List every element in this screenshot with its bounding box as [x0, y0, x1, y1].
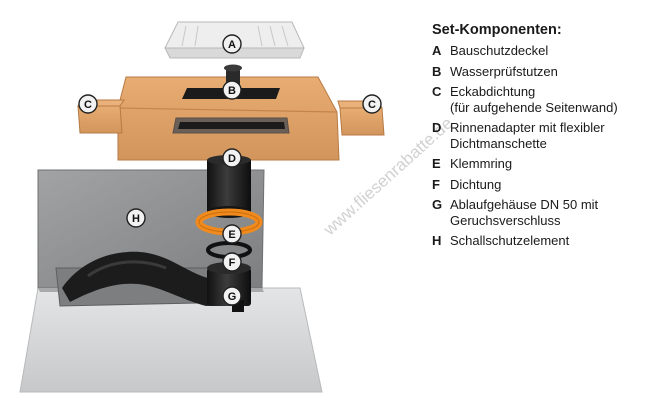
- legend-line: Wasserprüfstutzen: [450, 63, 558, 79]
- legend-item-c: C Eckabdichtung(für aufgehende Seitenwand…: [432, 84, 637, 115]
- svg-text:C: C: [84, 99, 92, 111]
- legend-title: Set-Komponenten:: [432, 22, 562, 38]
- marker-d: D: [222, 148, 242, 168]
- marker-h: H: [126, 208, 146, 228]
- marker-c-left: C: [78, 94, 98, 114]
- marker-a: A: [222, 34, 242, 54]
- legend-key: B: [432, 63, 442, 79]
- marker-b: B: [222, 80, 242, 100]
- legend-item-h: H Schallschutzelement: [432, 233, 637, 249]
- legend-line: Schallschutzelement: [450, 233, 570, 248]
- legend-description: Wasserprüfstutzen: [450, 64, 637, 80]
- svg-text:B: B: [228, 85, 236, 97]
- legend-description: Eckabdichtung(für aufgehende Seitenwand): [450, 84, 637, 115]
- legend-line: Eckabdichtung: [450, 84, 536, 99]
- legend-description: Klemmring: [450, 156, 637, 172]
- legend-item-f: F Dichtung: [432, 177, 637, 193]
- legend-line: Ablaufgehäuse DN 50 mit: [450, 197, 599, 212]
- membrane-sheet: [117, 64, 340, 161]
- legend-line: Bauschutzdeckel: [450, 43, 549, 58]
- legend-line: Rinnenadapter mit flexibler: [450, 120, 605, 135]
- svg-text:A: A: [228, 39, 236, 51]
- marker-g: G: [222, 286, 242, 306]
- legend-key: C: [432, 84, 442, 99]
- legend-line: (für aufgehende Seitenwand): [450, 99, 618, 115]
- svg-text:H: H: [132, 213, 140, 225]
- marker-c-right: C: [362, 94, 382, 114]
- legend-line: Geruchsverschluss: [450, 212, 561, 228]
- svg-text:D: D: [228, 153, 236, 165]
- legend-item-e: E Klemmring: [432, 156, 637, 172]
- legend-key: A: [432, 43, 442, 58]
- legend-line: Dichtung: [450, 176, 502, 192]
- legend-key: E: [432, 156, 441, 171]
- legend-description: Bauschutzdeckel: [450, 43, 637, 59]
- marker-e: E: [222, 224, 242, 244]
- legend-line: Klemmring: [450, 156, 513, 171]
- legend-description: Dichtung: [450, 177, 637, 193]
- svg-text:F: F: [229, 257, 236, 269]
- legend-line: Dichtmanschette: [450, 135, 547, 151]
- legend-item-a: A Bauschutzdeckel: [432, 43, 637, 59]
- svg-text:G: G: [228, 291, 237, 303]
- svg-text:E: E: [228, 229, 235, 241]
- svg-text:C: C: [368, 99, 376, 111]
- legend-key: G: [432, 197, 443, 212]
- legend-key: F: [432, 176, 440, 192]
- legend-key: D: [432, 120, 442, 135]
- marker-f: F: [222, 252, 242, 272]
- legend-item-b: B Wasserprüfstutzen: [432, 64, 637, 80]
- legend-key: H: [432, 233, 442, 248]
- legend-description: Schallschutzelement: [450, 233, 637, 249]
